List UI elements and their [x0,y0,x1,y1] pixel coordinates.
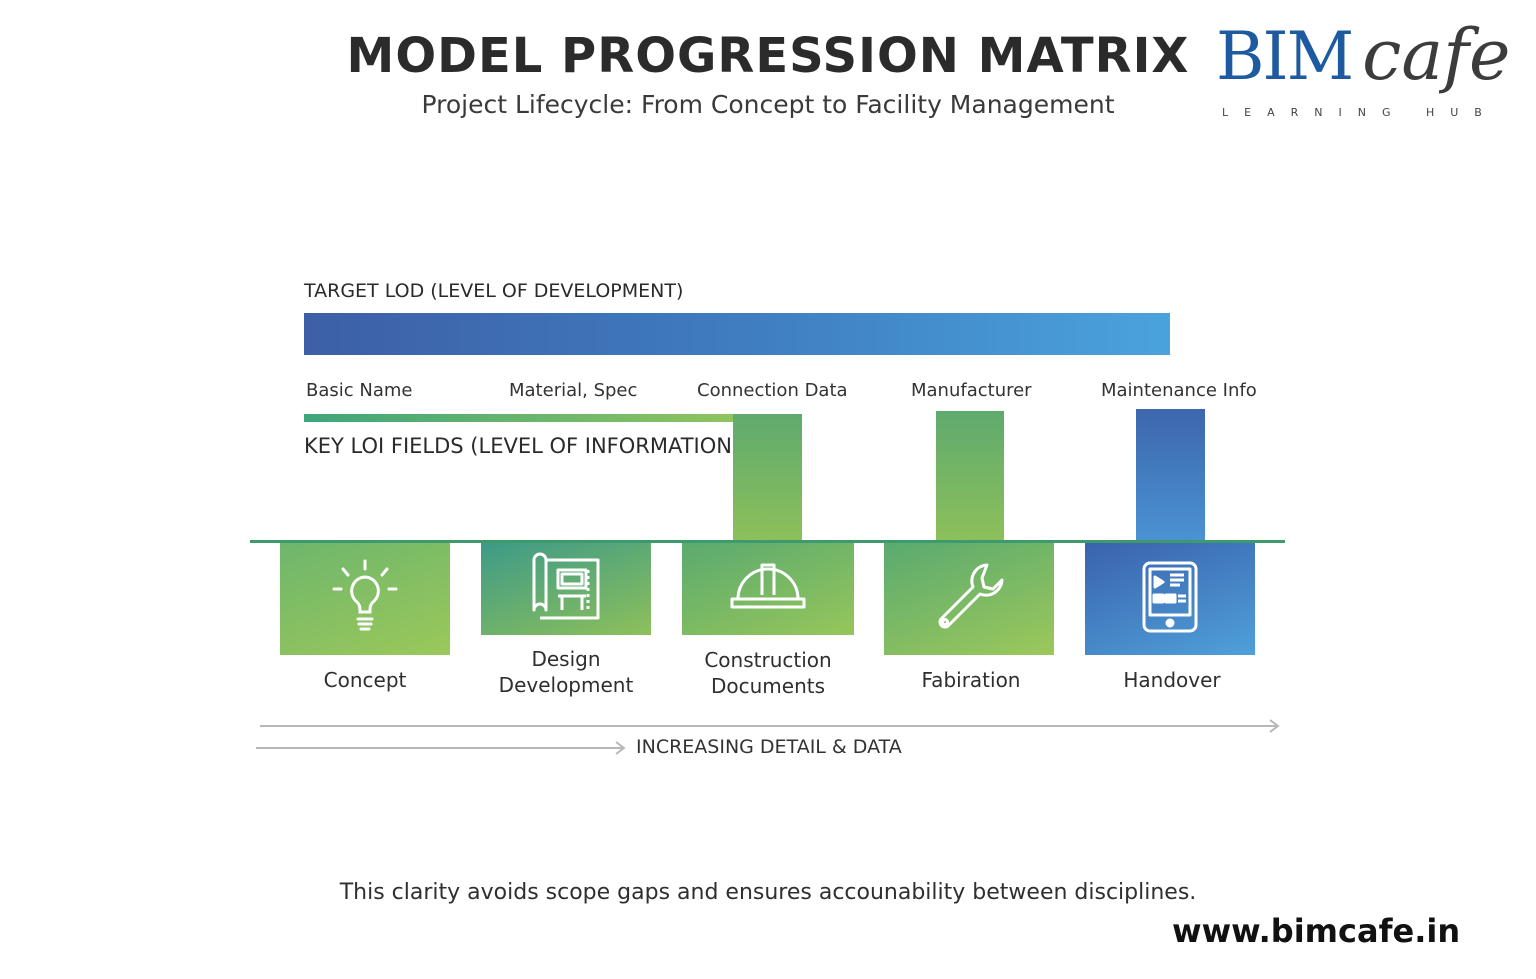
loi-field-material-spec: Material, Spec [509,380,638,401]
axis-arrowhead-short [615,741,626,755]
page-subtitle: Project Lifecycle: From Concept to Facil… [421,90,1115,119]
loi-field-manufacturer: Manufacturer [911,380,1032,401]
loi-column-manufacturer [936,411,1004,541]
phase-label-line: Development [498,673,634,697]
website-link[interactable]: www.bimcafe.in [1172,912,1461,950]
loi-field-maintenance-info: Maintenance Info [1101,380,1257,401]
loi-column-maintenance [1136,409,1205,541]
lod-label: TARGET LOD (LEVEL OF DEVELOPMENT) [304,280,684,302]
tablet-icon [1140,559,1200,639]
axis-arrows [256,719,1280,755]
footer-note: This clarity avoids scope gaps and ensur… [339,880,1197,905]
logo-brand-main: BIM [1216,18,1354,95]
loi-bar [304,414,802,422]
lod-bar [304,313,1170,355]
phase-label-fabrication: Fabiration [884,667,1058,693]
phase-label-handover: Handover [1085,667,1259,693]
wrench-icon [929,557,1009,641]
phase-label-line: Fabiration [921,668,1021,692]
blueprint-icon [526,552,606,626]
phase-handover [1085,543,1255,655]
logo-brand-script: cafe [1362,14,1511,96]
phase-concept [280,543,450,655]
phase-label-line: Handover [1123,668,1221,692]
phase-label-construction-documents: Construction Documents [672,647,864,699]
logo-tagline: LEARNING HUB [1222,106,1498,119]
phase-construction-documents [682,543,854,635]
phase-label-design-development: Design Development [471,646,661,698]
phase-design-development [481,543,651,635]
lightbulb-icon [328,557,402,641]
phase-fabrication [884,543,1054,655]
phase-label-line: Concept [323,668,407,692]
loi-column-connection [733,414,802,541]
phase-label-line: Design [531,647,601,671]
loi-field-connection-data: Connection Data [697,380,848,401]
hardhat-icon [726,557,810,621]
page-title: MODEL PROGRESSION MATRIX [346,28,1190,84]
phase-label-line: Documents [710,674,826,698]
axis-label: INCREASING DETAIL & DATA [636,736,902,758]
loi-label: KEY LOI FIELDS (LEVEL OF INFORMATION) [304,434,741,458]
axis-arrowhead-long [1269,719,1280,733]
phase-label-line: Construction [704,648,832,672]
baseline [250,540,1285,543]
loi-field-basic-name: Basic Name [306,380,413,401]
phase-label-concept: Concept [280,667,450,693]
